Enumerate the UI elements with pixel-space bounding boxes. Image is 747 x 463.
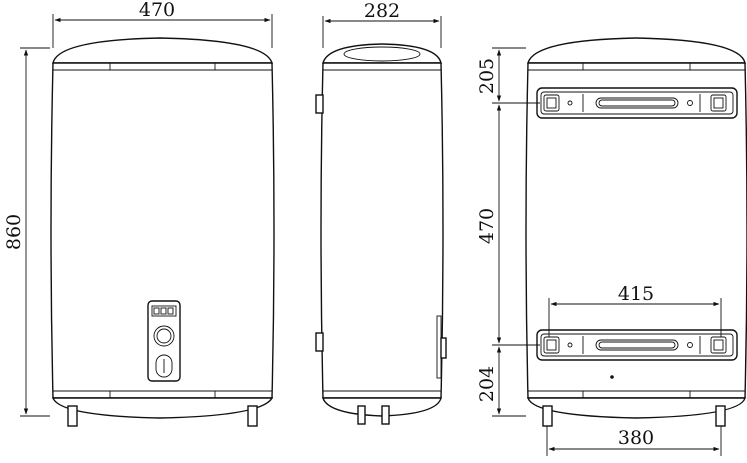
front-height-label: 860	[3, 214, 25, 250]
front-foot-left	[67, 405, 78, 427]
display-window	[151, 305, 177, 317]
side-depth-label: 282	[364, 0, 400, 22]
back-top-cap	[527, 37, 746, 64]
front-top-cap	[52, 37, 273, 64]
back-bracket-width-label: 415	[618, 283, 654, 305]
side-view: 282	[315, 0, 447, 425]
side-pipe-right	[381, 405, 390, 425]
back-foot-left	[542, 405, 553, 427]
side-bracket-top	[315, 94, 324, 114]
front-foot-right	[247, 405, 258, 427]
side-body	[320, 62, 444, 399]
front-bottom-cap	[51, 397, 274, 419]
side-bracket-bottom	[315, 332, 324, 352]
side-fitting	[440, 337, 447, 359]
indicator-lamp	[155, 354, 173, 378]
side-pipe-left	[357, 405, 366, 425]
back-rivet	[610, 375, 614, 379]
back-feet-spacing-label: 380	[618, 427, 654, 449]
control-knob	[153, 325, 175, 347]
back-top-offset-label: 205	[476, 58, 498, 94]
front-width-label: 470	[139, 0, 175, 21]
front-view: 470 860	[3, 0, 275, 427]
back-view: 205 470 204 415 380	[476, 37, 747, 456]
back-bottom-cap	[527, 397, 746, 419]
back-foot-right	[715, 405, 726, 427]
back-bracket-top	[536, 87, 738, 119]
back-bottom-offset-label: 204	[476, 366, 498, 402]
back-bracket-spacing-label: 470	[476, 208, 498, 244]
back-bracket-bottom	[536, 329, 738, 361]
